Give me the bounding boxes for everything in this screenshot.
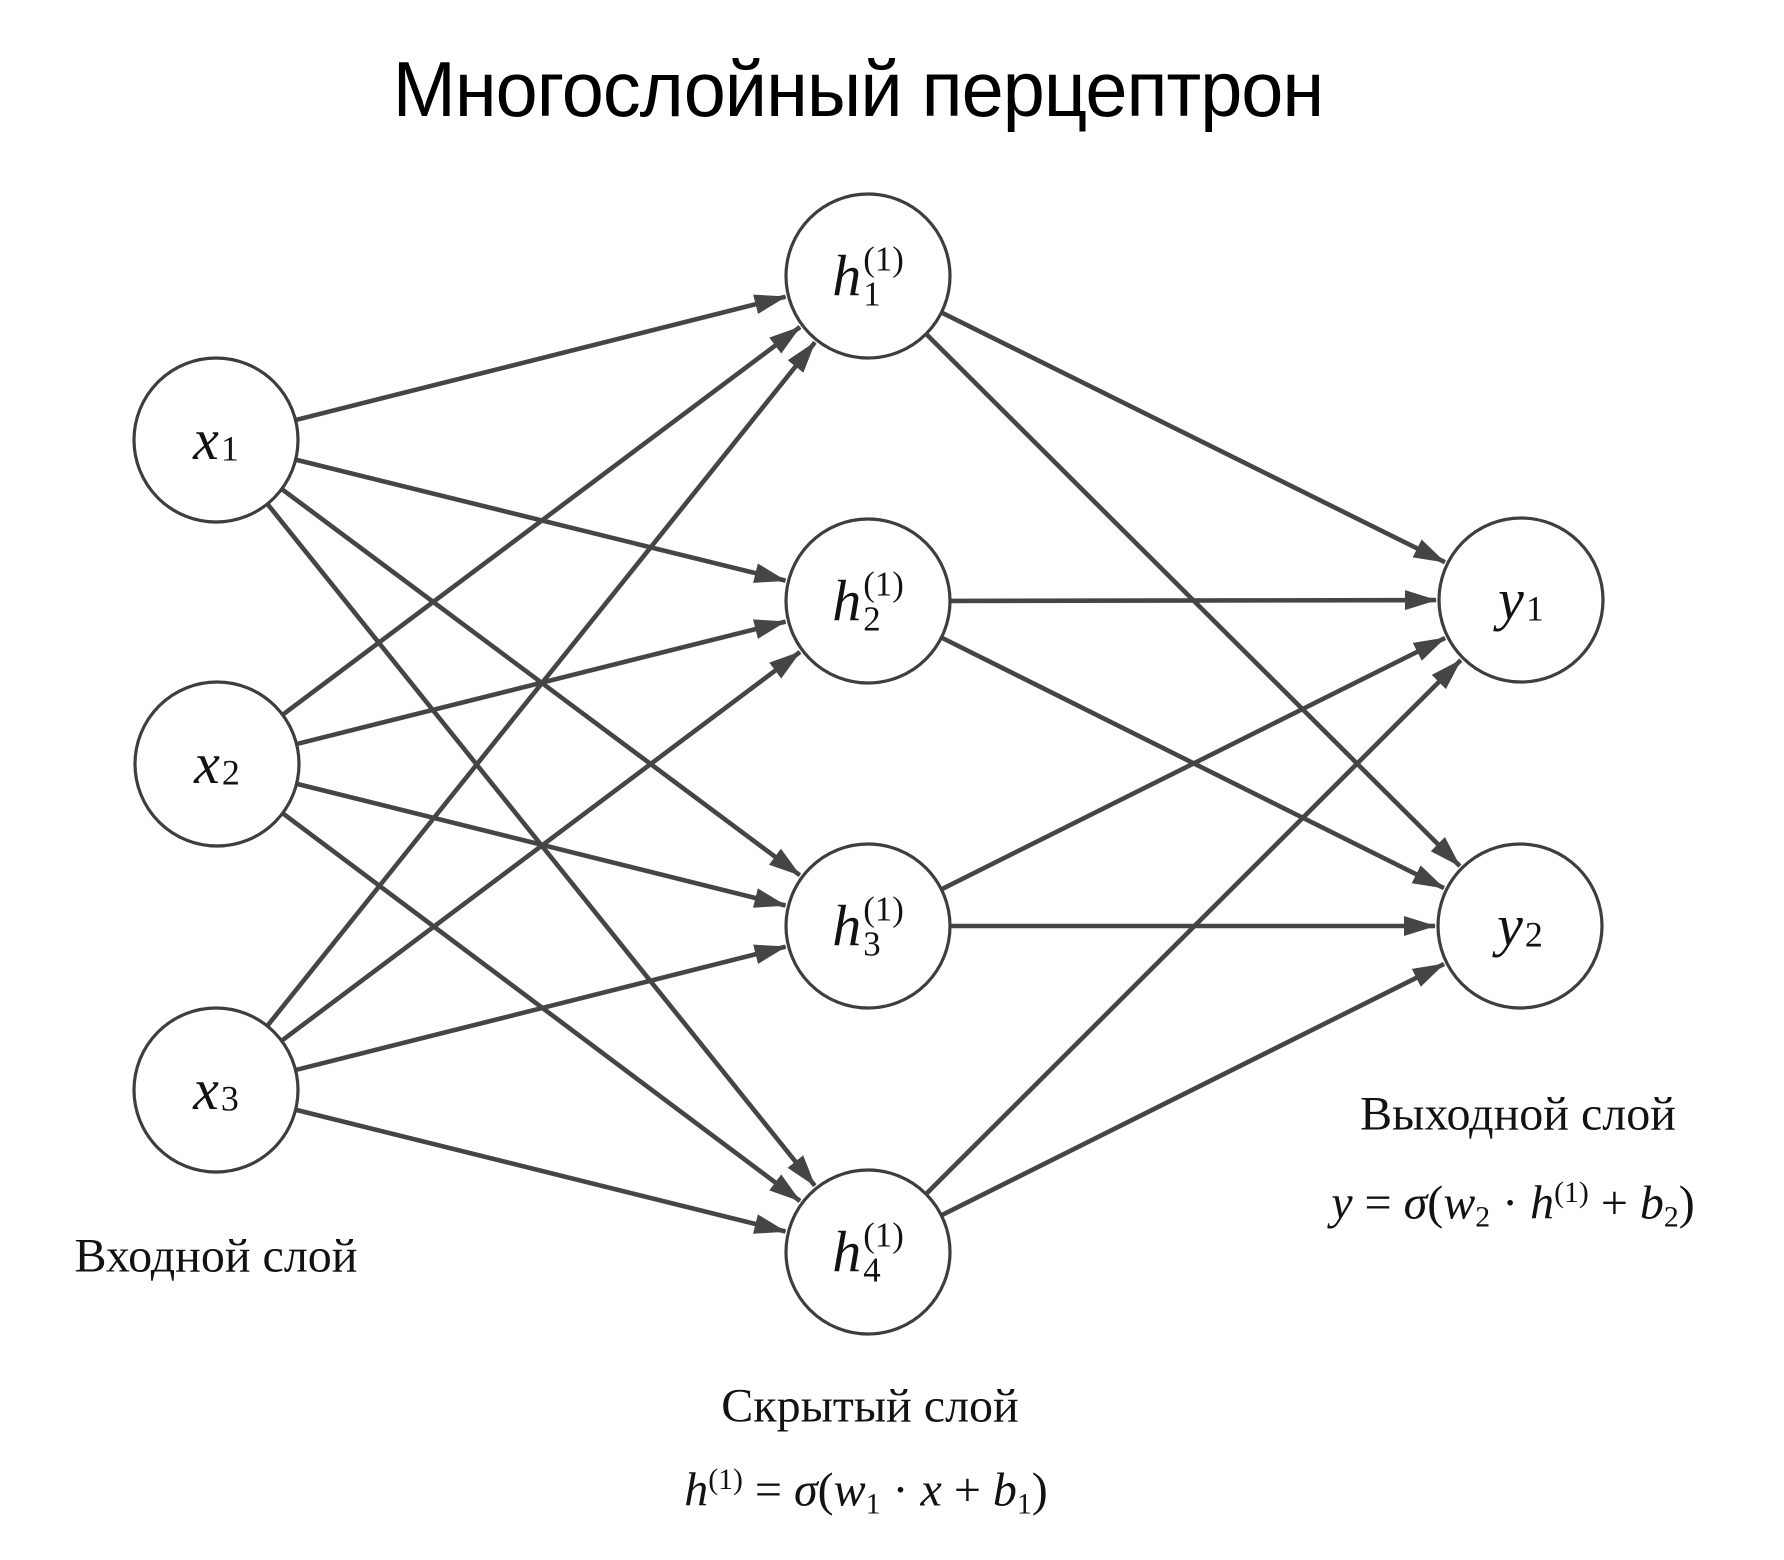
node-label-scripts: (1)1: [863, 239, 904, 314]
node-label-sup: (1): [863, 1215, 904, 1255]
node-label-base: y: [1498, 567, 1524, 632]
node-circle-x2: [133, 680, 301, 848]
node-label-sub: 2: [221, 752, 240, 793]
formula-segment: ·: [1490, 1176, 1531, 1230]
node-label-base: h: [832, 1219, 862, 1284]
formula-segment: (: [817, 1463, 834, 1517]
edge-x3-h3: [295, 944, 787, 1073]
formula-segment: h: [684, 1463, 709, 1517]
node-circle-h3: [784, 842, 952, 1010]
formula-segment: b: [992, 1463, 1017, 1517]
input-layer-label: Входной слой: [74, 1229, 358, 1283]
node-label-sub: 2: [863, 599, 881, 639]
node-circle-h4: [784, 1168, 952, 1336]
node-circle-x1: [132, 356, 300, 524]
formula-segment: 2: [1663, 1200, 1679, 1234]
node-label-scripts: (1)3: [863, 889, 904, 964]
node-label-sub: 1: [863, 274, 881, 314]
formula-segment: y: [1331, 1176, 1353, 1230]
formula-segment: (1): [1554, 1175, 1589, 1209]
node-label-base: y: [1497, 893, 1523, 958]
output-layer-label: Выходной слой: [1360, 1087, 1676, 1141]
edge-h4-y2: [941, 961, 1446, 1217]
node-label-h4: h(1)4: [832, 1217, 904, 1287]
formula-segment: ·: [880, 1463, 921, 1517]
formula-segment: σ: [1403, 1176, 1428, 1230]
hidden-layer-label: Скрытый слой: [721, 1379, 1019, 1433]
node-label-base: x: [193, 407, 219, 472]
formula-segment: w: [1443, 1176, 1476, 1230]
node-label-h3: h(1)3: [832, 891, 904, 961]
edge-x3-h4: [296, 1107, 787, 1234]
formula-segment: w: [833, 1463, 866, 1517]
node-label-sup: (1): [863, 564, 904, 604]
node-label-sub: 3: [220, 1078, 239, 1119]
node-label-h1: h(1)1: [832, 241, 904, 311]
formula-segment: 1: [865, 1487, 881, 1521]
diagram-title: Многослойный перцептрон: [392, 45, 1324, 133]
node-label-base: h: [832, 243, 862, 308]
formula-segment: =: [742, 1463, 794, 1517]
node-circle-h1: [784, 192, 952, 360]
formula-segment: +: [941, 1463, 993, 1517]
edges-group: [266, 294, 1463, 1234]
formula-segment: 2: [1475, 1200, 1491, 1234]
edge-h1-y1: [941, 310, 1446, 565]
edge-h2-y1: [950, 590, 1437, 611]
formula-segment: x: [920, 1463, 942, 1517]
node-label-base: x: [194, 731, 220, 796]
node-label-scripts: (1)4: [863, 1215, 904, 1290]
nodes-group: [132, 192, 1605, 1336]
node-circle-y1: [1437, 516, 1605, 684]
formula-segment: b: [1639, 1176, 1664, 1230]
node-label-sub: 2: [1524, 914, 1543, 955]
node-label-sup: (1): [863, 889, 904, 929]
hidden-layer-formula: h(1) = σ(w1 · x + b1): [684, 1462, 1048, 1521]
node-label-base: h: [832, 893, 862, 958]
formula-segment: (1): [708, 1462, 743, 1496]
node-circle-h2: [784, 517, 952, 685]
output-layer-formula: y = σ(w2 · h(1) + b2): [1331, 1175, 1695, 1234]
node-label-sub: 1: [220, 428, 239, 469]
node-label-sub: 4: [863, 1250, 881, 1290]
node-label-h2: h(1)2: [832, 566, 904, 636]
edge-x3-h1: [266, 340, 817, 1027]
edge-x2-h1: [282, 325, 802, 717]
formula-segment: ): [1678, 1176, 1695, 1230]
node-label-base: h: [832, 568, 862, 633]
edge-h4-y1: [925, 658, 1463, 1196]
node-label-sub: 1: [1525, 588, 1544, 629]
node-circle-x3: [132, 1006, 300, 1174]
edge-h3-y1: [941, 635, 1447, 891]
node-label-sub: 3: [863, 924, 881, 964]
formula-segment: +: [1588, 1176, 1640, 1230]
edge-x1-h1: [295, 294, 787, 423]
formula-segment: (: [1427, 1176, 1444, 1230]
node-label-base: x: [193, 1057, 219, 1122]
formula-segment: ): [1031, 1463, 1048, 1517]
formula-segment: σ: [794, 1463, 818, 1517]
node-label-sup: (1): [863, 239, 904, 279]
edge-x3-h2: [281, 650, 802, 1043]
node-label-scripts: (1)2: [863, 564, 904, 639]
formula-segment: h: [1530, 1176, 1555, 1230]
node-circle-y2: [1436, 842, 1604, 1010]
formula-segment: 1: [1016, 1487, 1032, 1521]
formula-segment: =: [1352, 1176, 1404, 1230]
